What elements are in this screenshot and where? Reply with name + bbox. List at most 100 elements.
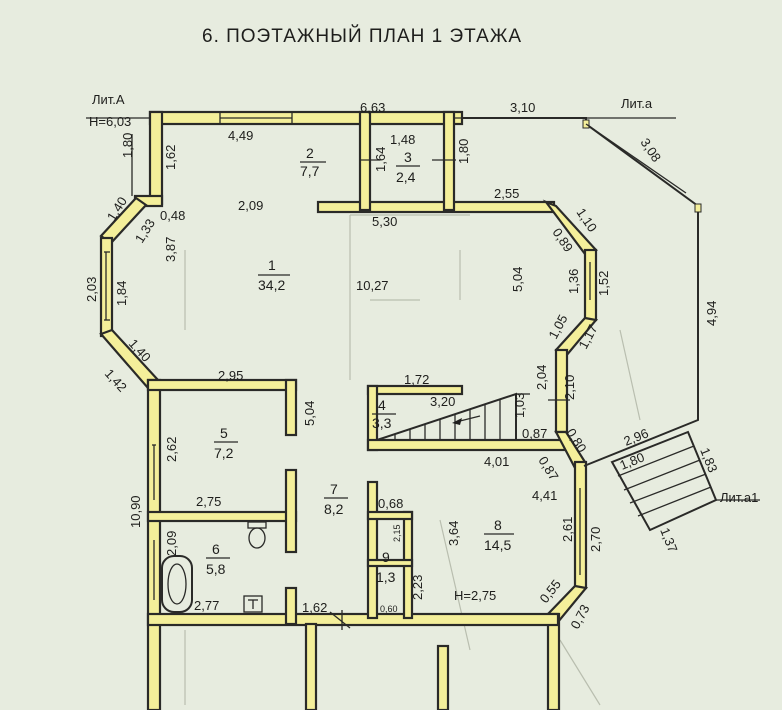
- wall-room3-right: [442, 110, 456, 212]
- room-8-area: 14,5: [484, 537, 511, 553]
- dim: 2,95: [218, 368, 243, 383]
- dim: 1,42: [102, 366, 130, 395]
- dim: 5,04: [510, 267, 525, 292]
- dim: 1,72: [404, 372, 429, 387]
- height-room8-label: Н=2,75: [454, 588, 496, 603]
- dim: 0,48: [160, 208, 185, 223]
- dim: 0,68: [378, 496, 403, 511]
- room-1-number: 1: [268, 257, 276, 273]
- wall-right-bottom: [546, 612, 561, 710]
- wall-6-7: [284, 586, 298, 626]
- dimension-lines: [86, 117, 687, 196]
- dim: 10,27: [356, 278, 389, 293]
- wall-2-1: [316, 200, 556, 214]
- dim: 2,04: [534, 365, 549, 390]
- wall-upper-left: [148, 110, 164, 206]
- dim: 2,09: [238, 198, 263, 213]
- bathtub-icon: [161, 555, 193, 613]
- dim: 4,49: [228, 128, 253, 143]
- toilet-icon: [247, 521, 267, 549]
- room-1-area: 34,2: [258, 277, 285, 293]
- dim: 0,87: [522, 426, 547, 441]
- wall-9-left: [366, 480, 379, 620]
- room-7-area: 8,2: [324, 501, 344, 517]
- room-7-number: 7: [330, 481, 338, 497]
- dim: 1,33: [132, 216, 158, 245]
- dim: 10,90: [128, 495, 143, 528]
- dim: 2,77: [194, 598, 219, 613]
- wall-1-5-stub: [284, 378, 298, 437]
- dim: 2,55: [494, 186, 519, 201]
- room-3-number: 3: [404, 149, 412, 165]
- dim: 2,23: [410, 575, 425, 600]
- wall-9-mid: [366, 558, 414, 568]
- room-8-number: 8: [494, 517, 502, 533]
- fixtures: [161, 521, 267, 613]
- dim: 3,10: [510, 100, 535, 115]
- dim: 1,03: [512, 393, 527, 418]
- wall-5-7: [284, 468, 298, 554]
- wall-lower-left: [304, 622, 318, 710]
- room-labels: 1 34,2 2 7,7 3 2,4 4 3,3 5 7,2 6 5,8 7 8…: [206, 145, 514, 585]
- dim: 3,87: [163, 237, 178, 262]
- background-traces: [184, 214, 641, 706]
- dim: 1,80: [618, 449, 647, 472]
- page-title: 6. ПОЭТАЖНЫЙ ПЛАН 1 ЭТАЖА: [202, 25, 522, 47]
- dim: 6,63: [360, 100, 385, 115]
- room-9-number: 9: [382, 549, 390, 565]
- room-4-area: 3,3: [372, 415, 392, 431]
- room-5-area: 7,2: [214, 445, 234, 461]
- wall-7-8: [366, 438, 568, 452]
- dim: 2,75: [196, 494, 221, 509]
- room-5-number: 5: [220, 425, 228, 441]
- dim: 2,15: [392, 524, 402, 542]
- wall-room4-top: [366, 384, 464, 396]
- dim: 1,64: [373, 147, 388, 172]
- dim: 5,04: [302, 401, 317, 426]
- dim: 1,80: [456, 139, 471, 164]
- dim: 1,83: [697, 446, 720, 475]
- dim: 4,94: [704, 301, 719, 326]
- dim: 1,62: [163, 145, 178, 170]
- lit-a1-label: Лит.а1: [720, 490, 758, 505]
- lit-a-main-label: Лит.А: [92, 92, 125, 107]
- dim: 2,70: [588, 527, 603, 552]
- dim: 0,87: [535, 454, 561, 483]
- dim: 3,64: [446, 521, 461, 546]
- porch-steps: [610, 430, 760, 532]
- dim: 2,09: [164, 531, 179, 556]
- dim: 2,62: [164, 437, 179, 462]
- room-4-number: 4: [378, 397, 386, 413]
- boiler-icon: [243, 595, 263, 613]
- room-9-area: 1,3: [376, 569, 396, 585]
- dim: 1,84: [114, 281, 129, 306]
- wall-9-top: [366, 510, 414, 521]
- walls: [99, 110, 599, 710]
- room-6-number: 6: [212, 541, 220, 557]
- height-main-label: Н=6,03: [89, 114, 131, 129]
- wall-5-6: [146, 510, 298, 523]
- room-3-area: 2,4: [396, 169, 416, 185]
- room-6-area: 5,8: [206, 561, 226, 577]
- wall-room3-left: [358, 110, 372, 212]
- dim: 1,37: [657, 526, 680, 555]
- dim: 2,10: [562, 375, 577, 400]
- dim: 1,36: [566, 269, 581, 294]
- dim: 1,62: [302, 600, 327, 615]
- dim: 0,60: [380, 604, 398, 614]
- wall-lower-mid: [436, 644, 450, 710]
- dim: 3,20: [430, 394, 455, 409]
- room-2-number: 2: [306, 145, 314, 161]
- dim: 1,52: [596, 271, 611, 296]
- dim: 2,03: [84, 277, 99, 302]
- wall-top: [148, 110, 464, 126]
- dim: 1,80: [120, 133, 135, 158]
- dim: 4,41: [532, 488, 557, 503]
- wall-bottom: [146, 612, 560, 627]
- staircase: [376, 392, 530, 441]
- dim: 3,08: [638, 135, 665, 164]
- dim: 2,61: [560, 517, 575, 542]
- room-2-area: 7,7: [300, 163, 320, 179]
- dim: 1,48: [390, 132, 415, 147]
